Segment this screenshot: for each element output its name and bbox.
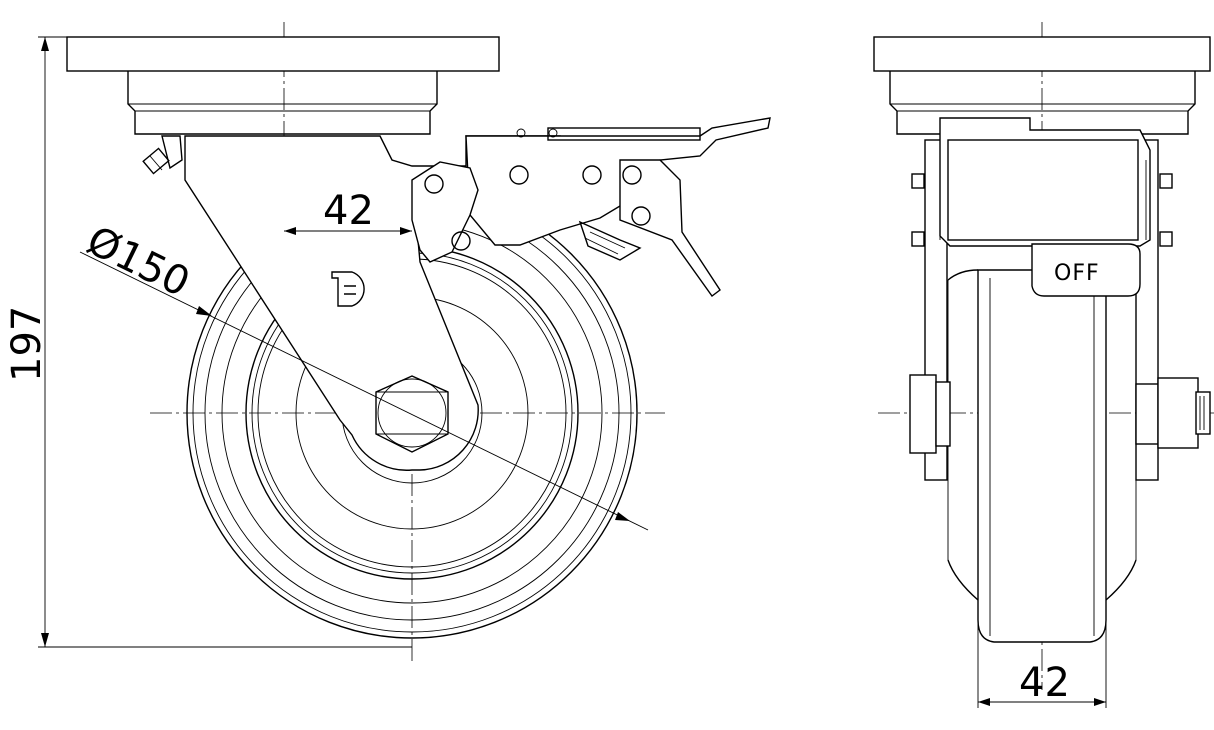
brake-assembly xyxy=(411,117,771,297)
dimension-height-label: 197 xyxy=(4,306,50,382)
side-axle xyxy=(909,374,1211,454)
brake-state-label: OFF xyxy=(1054,261,1100,286)
side-view: OFF 42 xyxy=(873,22,1214,708)
front-view: 42 Ø150 197 xyxy=(4,22,771,665)
top-mounting-plate xyxy=(66,36,500,72)
side-top-plate xyxy=(873,36,1211,72)
brand-logo-icon xyxy=(331,271,365,307)
side-wheel xyxy=(947,269,1137,643)
brake-pedal-off xyxy=(1031,243,1141,297)
dimension-width: 42 xyxy=(977,600,1107,708)
dimension-diameter-label: Ø150 xyxy=(80,218,197,307)
side-brake-block: OFF xyxy=(911,117,1173,297)
dimension-height: 197 xyxy=(4,36,412,648)
side-swivel-housing xyxy=(889,71,1196,135)
axle-end-right xyxy=(1157,377,1199,449)
swivel-housing xyxy=(127,71,438,135)
dimension-width-label: 42 xyxy=(1019,660,1070,706)
dimension-offset: 42 xyxy=(284,188,412,235)
dimension-offset-label: 42 xyxy=(323,188,374,234)
axle-nut-left xyxy=(909,374,937,454)
grease-nipple xyxy=(142,135,183,175)
